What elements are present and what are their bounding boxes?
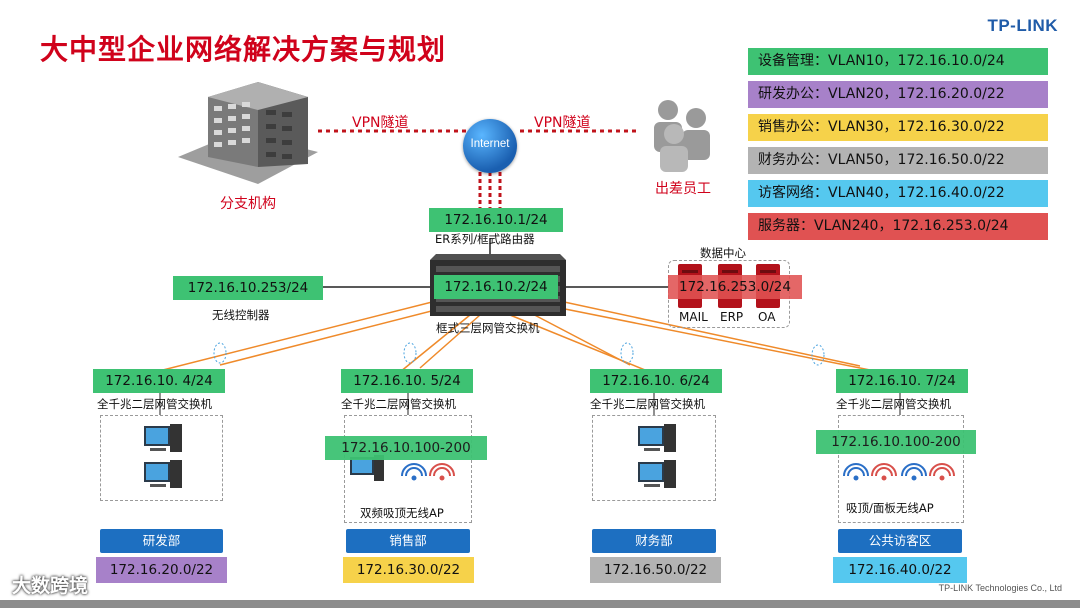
finance-area-box — [592, 415, 716, 501]
rnd-area-box — [100, 415, 223, 501]
vpn-tunnel-left-label: VPN隧道 — [352, 115, 409, 131]
access-switch-1-label: 全千兆二层网管交换机 — [97, 397, 212, 411]
sales-ap-label: 双频吸顶无线AP — [360, 506, 444, 520]
footer-company: TP-LINK Technologies Co., Ltd — [938, 583, 1062, 593]
internet-globe-icon — [463, 119, 517, 173]
wlc-ip-label: 172.16.10.253/24 — [173, 276, 323, 300]
dept-guest-badge: 公共访客区 — [838, 529, 962, 553]
legend-item-device-mgmt: 设备管理：VLAN10，172.16.10.0/24 — [748, 48, 1048, 75]
legend-item-rnd: 研发办公：VLAN20，172.16.20.0/22 — [748, 81, 1048, 108]
legend-item-server: 服务器：VLAN240，172.16.253.0/24 — [748, 213, 1048, 240]
legend-item-finance: 财务办公：VLAN50，172.16.50.0/22 — [748, 147, 1048, 174]
brand-logo: TP-LINK — [987, 16, 1058, 35]
server-mail-label: MAIL — [679, 310, 708, 324]
dept-rnd-badge: 研发部 — [100, 529, 223, 553]
datacenter-ip-label: 172.16.253.0/24 — [668, 275, 802, 299]
guest-area-box — [838, 415, 964, 523]
core-switch-label: 框式三层网管交换机 — [436, 321, 540, 335]
branch-office-label: 分支机构 — [220, 196, 276, 212]
wlc-label: 无线控制器 — [212, 308, 270, 322]
internet-label: Internet — [470, 138, 510, 150]
page-title: 大中型企业网络解决方案与规划 — [40, 33, 447, 66]
access-switch-3-ip: 172.16.10. 6/24 — [590, 369, 722, 393]
vpn-tunnel-right-label: VPN隧道 — [534, 115, 591, 131]
wifi-signal-icon — [401, 463, 455, 481]
building-icon — [178, 82, 318, 184]
access-switch-2-ip: 172.16.10. 5/24 — [341, 369, 473, 393]
guest-ap-label: 吸顶/面板无线AP — [846, 501, 934, 515]
traveling-staff-label: 出差员工 — [655, 181, 711, 197]
sales-ap-ip: 172.16.10.100-200 — [325, 436, 487, 460]
dept-finance-badge: 财务部 — [592, 529, 716, 553]
access-switch-4-ip: 172.16.10. 7/24 — [836, 369, 968, 393]
access-switch-1-ip: 172.16.10. 4/24 — [93, 369, 225, 393]
router-ip-label: 172.16.10.1/24 — [429, 208, 563, 232]
wireless-ap-icon — [843, 463, 955, 481]
subnet-sales: 172.16.30.0/22 — [343, 557, 474, 583]
server-erp-label: ERP — [720, 310, 744, 324]
guest-ap-ip: 172.16.10.100-200 — [816, 430, 976, 454]
core-switch-ip-label: 172.16.10.2/24 — [434, 275, 558, 299]
pc-icon — [638, 424, 676, 488]
pc-icon — [144, 424, 182, 488]
datacenter-title: 数据中心 — [700, 246, 746, 260]
watermark: 大数跨境 — [12, 575, 89, 597]
footer-bar — [0, 600, 1080, 608]
access-switch-2-label: 全千兆二层网管交换机 — [341, 397, 456, 411]
server-oa-label: OA — [758, 310, 776, 324]
sales-area-box — [344, 415, 472, 523]
legend-item-sales: 销售办公：VLAN30，172.16.30.0/22 — [748, 114, 1048, 141]
subnet-guest: 172.16.40.0/22 — [833, 557, 967, 583]
legend-item-guest: 访客网络：VLAN40，172.16.40.0/22 — [748, 180, 1048, 207]
router-label: ER系列/框式路由器 — [435, 232, 535, 246]
access-switch-3-label: 全千兆二层网管交换机 — [590, 397, 705, 411]
pc-icon — [350, 455, 384, 481]
subnet-finance: 172.16.50.0/22 — [590, 557, 721, 583]
subnet-rnd: 172.16.20.0/22 — [96, 557, 227, 583]
access-switch-4-label: 全千兆二层网管交换机 — [836, 397, 951, 411]
people-icon — [654, 100, 710, 172]
dept-sales-badge: 销售部 — [346, 529, 470, 553]
